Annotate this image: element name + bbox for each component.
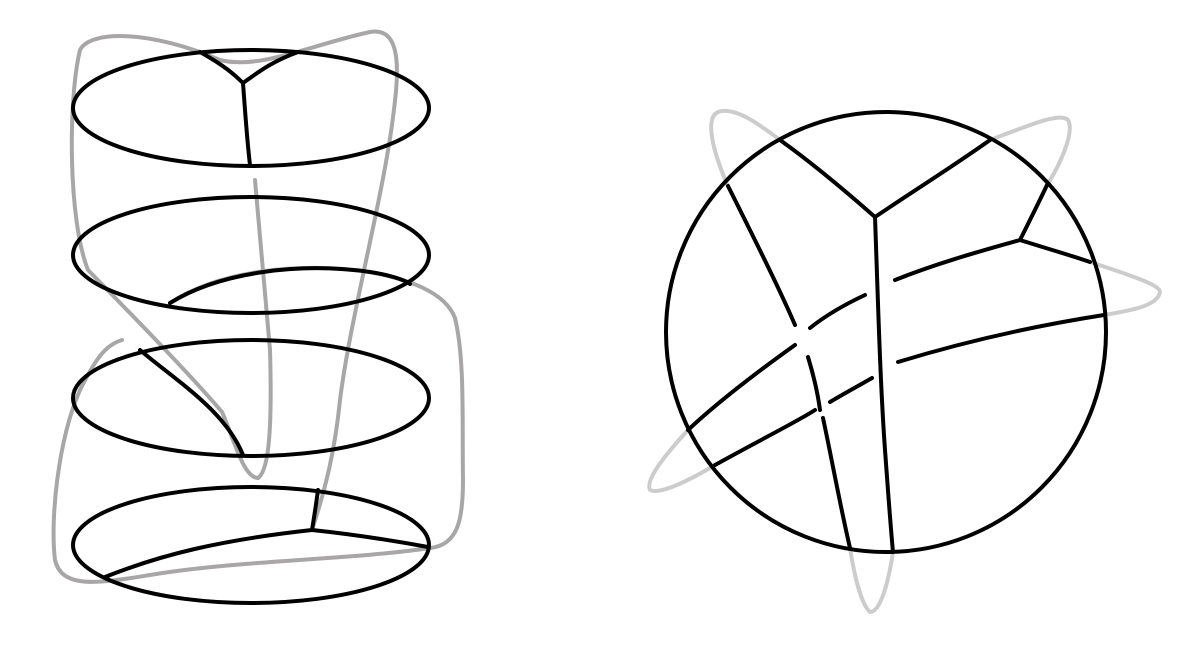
- ellipse-4: [71, 485, 431, 605]
- light-arc-bottom: [848, 546, 895, 614]
- ellipse-3: [71, 338, 431, 458]
- y-junction-left: [778, 138, 877, 219]
- left-panel: [51, 29, 465, 605]
- light-arc-left: [647, 428, 717, 493]
- right-panel: [647, 108, 1162, 614]
- upper-cross-arc-a: [686, 343, 797, 432]
- upper-cross-arc-b: [808, 293, 867, 330]
- left-curve-bottom: [821, 416, 852, 550]
- middle-curve: [168, 266, 412, 305]
- bottom-junction-curve: [310, 488, 430, 549]
- left-curve-upper: [726, 184, 797, 327]
- light-arc-right: [1088, 260, 1162, 317]
- gray-loop-lower: [51, 265, 465, 584]
- ellipse-1: [71, 48, 431, 168]
- gray-loop-upper-inner: [253, 178, 273, 480]
- light-arc-top-left: [709, 108, 782, 188]
- light-arc-top-right: [988, 115, 1072, 187]
- gray-loop-upper: [69, 29, 399, 532]
- bottom-curve: [103, 528, 314, 579]
- vertical-stem: [873, 215, 895, 554]
- ellipse-2: [71, 195, 431, 315]
- lower-cross-arc-b: [828, 376, 874, 404]
- third-ellipse-curve: [138, 348, 245, 457]
- top-vertical-curve: [241, 81, 252, 167]
- lower-cross-arc-a: [713, 408, 817, 467]
- right-junction-up: [1018, 183, 1049, 242]
- lower-cross-arc-c: [896, 313, 1106, 364]
- upper-cross-arc-c: [893, 238, 1022, 282]
- right-junction-out: [1018, 238, 1092, 264]
- left-curve-lower: [806, 355, 822, 412]
- circle: [664, 110, 1108, 554]
- y-junction-right: [873, 138, 992, 219]
